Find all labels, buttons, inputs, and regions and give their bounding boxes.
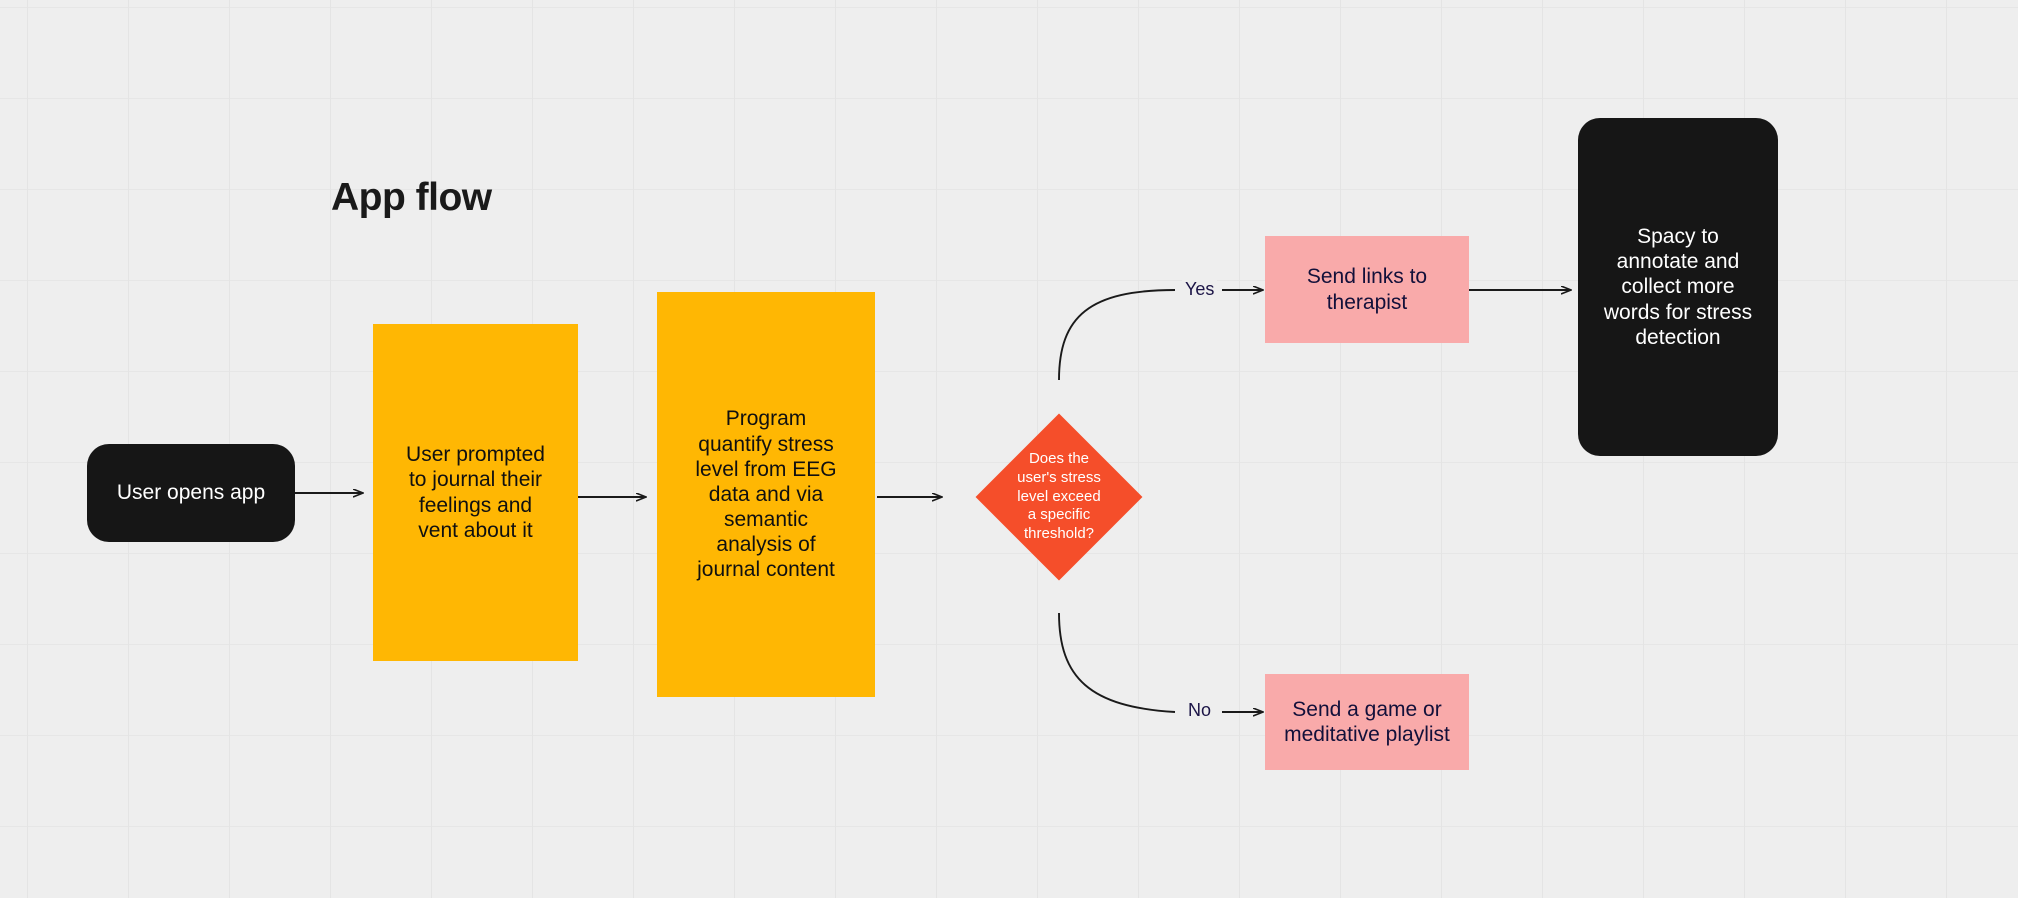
node-program-quantify-stress[interactable]: Program quantify stress level from EEG d…: [657, 292, 875, 697]
edge-label-no: No: [1185, 700, 1215, 721]
node-user-opens-app[interactable]: User opens app: [87, 444, 295, 542]
decision-label: Does the user's stress level exceed a sp…: [1017, 450, 1101, 543]
node-user-prompted-to-journal[interactable]: User prompted to journal their feelings …: [373, 324, 578, 661]
edge-decision-to-therapist: [1058, 290, 1262, 381]
edge-label-yes: Yes: [1182, 279, 1218, 300]
node-spacy-annotate[interactable]: Spacy to annotate and collect more words…: [1578, 118, 1778, 456]
node-send-links-to-therapist[interactable]: Send links to therapist: [1265, 236, 1469, 343]
page-title: App flow: [331, 176, 492, 219]
node-send-game-or-playlist[interactable]: Send a game or meditative playlist: [1265, 674, 1469, 770]
node-decision-stress-threshold[interactable]: Does the user's stress level exceed a sp…: [975, 413, 1143, 581]
edge-decision-to-playlist: [1058, 612, 1262, 712]
